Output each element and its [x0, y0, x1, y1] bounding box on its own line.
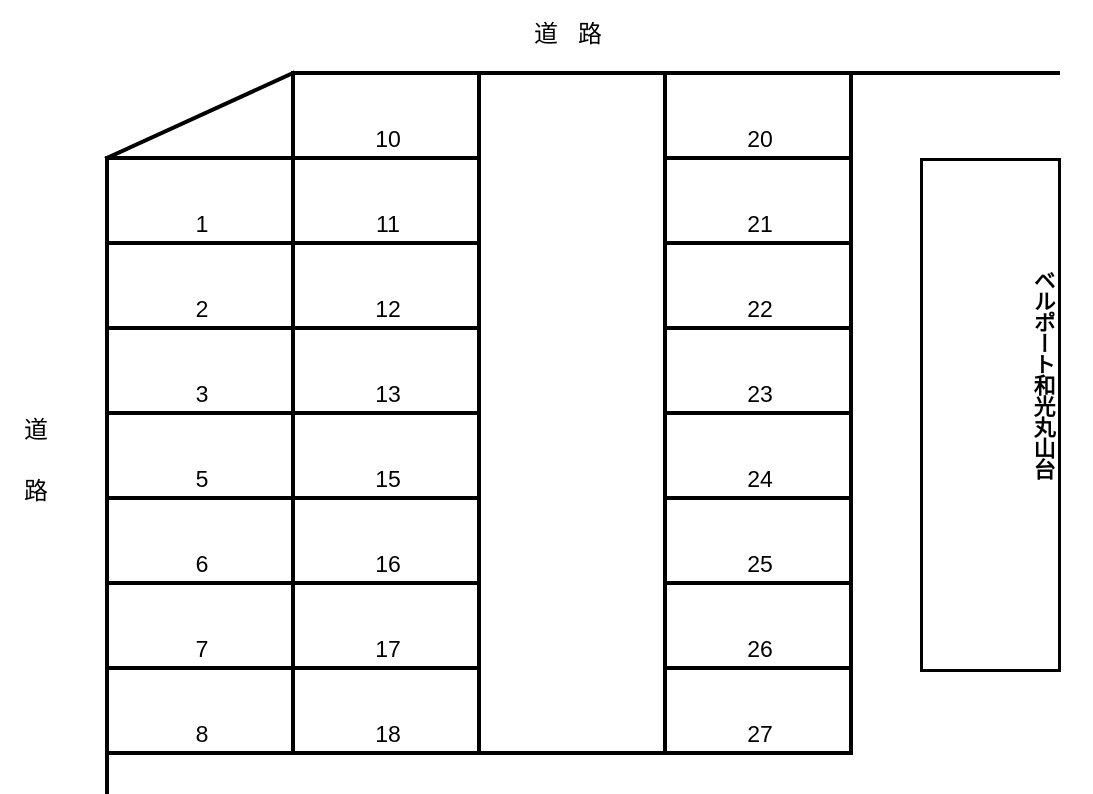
lot-25[interactable]: 25: [747, 551, 773, 577]
lot-7[interactable]: 7: [195, 636, 209, 662]
road-char: 道: [534, 20, 564, 48]
lot-15[interactable]: 15: [375, 466, 401, 492]
lot-18[interactable]: 18: [375, 721, 401, 747]
lot-10[interactable]: 10: [375, 126, 401, 152]
building-bellport: ベルポート和光丸山台: [920, 158, 1061, 672]
lot-26[interactable]: 26: [747, 636, 773, 662]
lot-1[interactable]: 1: [195, 211, 209, 237]
lot-6[interactable]: 6: [195, 551, 209, 577]
road-label-top: 道路: [534, 14, 608, 49]
lot-22[interactable]: 22: [747, 296, 773, 322]
lot-8[interactable]: 8: [195, 721, 209, 747]
lot-16[interactable]: 16: [375, 551, 401, 577]
road-label-left-1: 道: [24, 416, 48, 444]
road-char: 路: [578, 20, 608, 48]
road-label-left-2: 路: [24, 477, 48, 505]
lot-11[interactable]: 11: [376, 211, 400, 237]
building-name: ベルポート和光丸山台: [1030, 269, 1055, 479]
lot-27[interactable]: 27: [747, 721, 773, 747]
lot-24[interactable]: 24: [747, 466, 773, 492]
lot-12[interactable]: 12: [375, 296, 401, 322]
lot-21[interactable]: 21: [747, 211, 773, 237]
lot-13[interactable]: 13: [375, 381, 401, 407]
lot-23[interactable]: 23: [747, 381, 773, 407]
lot-3[interactable]: 3: [195, 381, 209, 407]
lot-2[interactable]: 2: [195, 296, 209, 322]
lot-20[interactable]: 20: [747, 126, 773, 152]
lot-17[interactable]: 17: [375, 636, 401, 662]
lot-5[interactable]: 5: [195, 466, 209, 492]
